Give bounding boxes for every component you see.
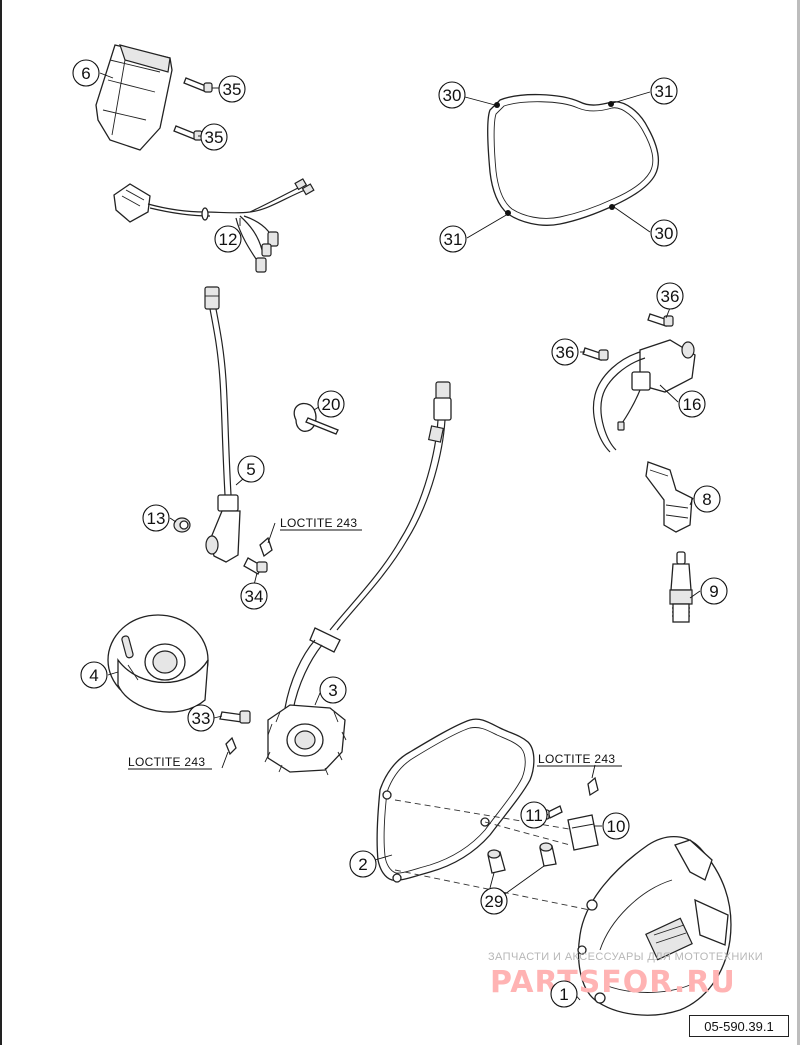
cable-tie-part[interactable] <box>293 402 339 435</box>
bolt-36-upper[interactable] <box>647 313 674 327</box>
callout-30-upper[interactable]: 30 <box>438 81 466 109</box>
callout-10[interactable]: 10 <box>602 812 630 840</box>
watermark-logo: PARTSFOR.RU <box>490 965 736 1000</box>
callout-30b-number: 30 <box>655 224 674 243</box>
callout-11[interactable]: 11 <box>520 801 548 829</box>
flywheel-rotor-part[interactable] <box>107 614 209 713</box>
callout-2-number: 2 <box>358 855 367 874</box>
callout-29[interactable]: 29 <box>480 887 508 915</box>
callout-5-number: 5 <box>246 460 255 479</box>
stator-part[interactable] <box>264 704 347 776</box>
callout-4-number: 4 <box>89 666 98 685</box>
callout-10-number: 10 <box>607 817 626 836</box>
assembly-line <box>394 869 591 911</box>
loctite-note-33: LOCTITE 243 <box>128 755 205 769</box>
callout-33-number: 33 <box>192 709 211 728</box>
gasket-hole-marker <box>609 204 615 210</box>
callout-36-left[interactable]: 36 <box>551 338 579 366</box>
callout-3[interactable]: 3 <box>319 676 347 704</box>
assembly-line <box>484 821 571 846</box>
callout-4[interactable]: 4 <box>80 661 108 689</box>
callout-1[interactable]: 1 <box>550 980 578 1008</box>
callout-35b-number: 35 <box>205 128 224 147</box>
bolt-36-left[interactable] <box>582 347 609 361</box>
callout-8[interactable]: 8 <box>693 485 721 513</box>
grommet-part[interactable] <box>173 517 191 533</box>
spark-plug-connector-part[interactable] <box>645 461 693 533</box>
bolt-34-part[interactable] <box>243 536 273 575</box>
callout-36b-number: 36 <box>556 343 575 362</box>
ignition-coil-part[interactable] <box>592 339 696 453</box>
ignition-cover-part[interactable] <box>577 836 732 1016</box>
ignition-cover-gasket-lower[interactable] <box>376 718 535 883</box>
callout-3-number: 3 <box>328 681 337 700</box>
page-left-border <box>0 0 2 1045</box>
callout-34[interactable]: 34 <box>240 582 268 610</box>
pulse-generator-cable-part[interactable] <box>204 286 241 563</box>
callout-29-number: 29 <box>485 892 504 911</box>
callout-2[interactable]: 2 <box>349 850 377 878</box>
callout-9[interactable]: 9 <box>700 577 728 605</box>
callout-13[interactable]: 13 <box>142 504 170 532</box>
bolt-33-part[interactable] <box>219 710 251 756</box>
callout-33[interactable]: 33 <box>187 704 215 732</box>
callout-9-number: 9 <box>709 582 718 601</box>
callout-31-upper[interactable]: 31 <box>650 77 678 105</box>
bolt-35-upper[interactable] <box>183 77 213 93</box>
callout-6[interactable]: 6 <box>72 59 100 87</box>
loctite-note-11: LOCTITE 243 <box>538 752 615 766</box>
callout-36-upper[interactable]: 36 <box>656 282 684 310</box>
callout-31b-number: 31 <box>444 230 463 249</box>
watermark-text: ЗАПЧАСТИ И АКСЕССУАРЫ ДЛЯ МОТОТЕХНИКИ <box>488 951 763 963</box>
callout-31a-number: 31 <box>655 82 674 101</box>
callout-1-number: 1 <box>559 985 568 1004</box>
callout-16[interactable]: 16 <box>678 390 706 418</box>
dowel-sleeve-left[interactable] <box>487 849 506 874</box>
callout-6-number: 6 <box>81 64 90 83</box>
callout-12-number: 12 <box>219 230 238 249</box>
callout-35-upper[interactable]: 35 <box>218 75 246 103</box>
gasket-hole-marker <box>494 102 500 108</box>
callout-35a-number: 35 <box>223 80 242 99</box>
callout-12[interactable]: 12 <box>214 225 242 253</box>
callout-20[interactable]: 20 <box>317 390 345 418</box>
page-right-border <box>797 0 800 1045</box>
spark-plug-part[interactable] <box>669 551 693 623</box>
assembly-line <box>394 799 576 831</box>
diagram-reference-number: 05-590.39.1 <box>689 1015 789 1037</box>
callout-30-lower[interactable]: 30 <box>650 219 678 247</box>
bracket-10-part[interactable] <box>567 814 599 851</box>
callout-5[interactable]: 5 <box>237 455 265 483</box>
callout-34-number: 34 <box>245 587 264 606</box>
dowel-sleeve-right[interactable] <box>539 842 557 867</box>
callout-20-number: 20 <box>322 395 341 414</box>
callout-16-number: 16 <box>683 395 702 414</box>
wiring-harness-part[interactable] <box>113 178 315 273</box>
callout-30a-number: 30 <box>443 86 462 105</box>
callout-13-number: 13 <box>147 509 166 528</box>
callout-31-lower[interactable]: 31 <box>439 225 467 253</box>
callout-36a-number: 36 <box>661 287 680 306</box>
loctite-note-34: LOCTITE 243 <box>280 516 357 530</box>
callout-8-number: 8 <box>702 490 711 509</box>
callout-11-number: 11 <box>525 806 543 825</box>
screw-11-part[interactable] <box>539 776 599 820</box>
bolt-35-lower[interactable] <box>173 125 203 141</box>
callout-35-lower[interactable]: 35 <box>200 123 228 151</box>
cdi-unit-part[interactable] <box>95 44 173 151</box>
stator-cable[interactable] <box>284 381 452 711</box>
ignition-cover-gasket[interactable] <box>487 93 660 226</box>
gasket-hole-marker <box>608 101 614 107</box>
